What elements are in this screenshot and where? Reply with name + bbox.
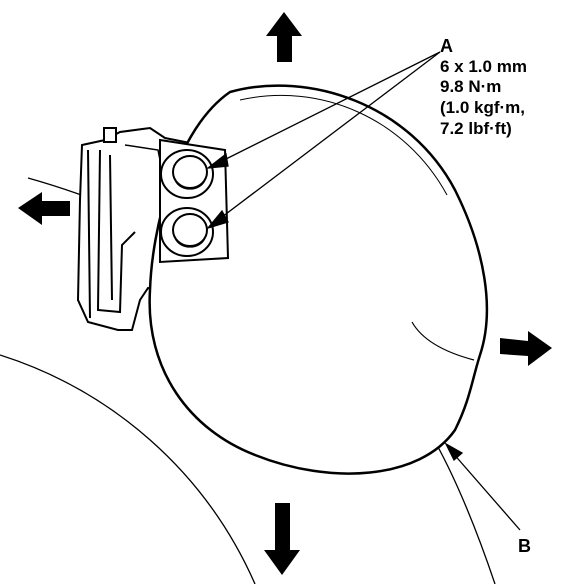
hinge-arm-stripe-3: [109, 154, 113, 301]
callout-a-spec-line-4: 7.2 lbf·ft): [440, 119, 512, 138]
arrow-left: [18, 192, 70, 225]
hinge-arm-stripe-2: [96, 149, 136, 314]
body-panel-curve-outer: [0, 354, 256, 584]
bolt-lower-shadow: [174, 237, 206, 248]
fuel-door-inner-rim: [239, 94, 448, 196]
bolt-upper-head: [172, 155, 208, 189]
fuel-filler-door: [148, 84, 489, 475]
bolt-lower-head: [172, 213, 208, 247]
direction-arrows: [18, 12, 552, 575]
arrow-down: [264, 503, 300, 575]
callout-a-spec-line-3: (1.0 kgf·m,: [440, 98, 525, 117]
hinge-arm-stripe-1: [87, 149, 91, 319]
bolt-lower: [160, 207, 214, 257]
callout-a-spec-line-2: 9.8 N·m: [440, 77, 501, 96]
leader-a-lower: [217, 51, 441, 221]
callout-b-letter: B: [518, 536, 531, 556]
bolt-upper-shadow: [174, 179, 206, 190]
fuel-door-outline: [148, 84, 489, 475]
arrow-right: [500, 331, 552, 366]
leader-a-upper-arrowhead: [205, 152, 229, 169]
callout-b-leader: [444, 442, 521, 531]
arrow-up: [266, 12, 302, 62]
leader-b-arrowhead: [444, 442, 464, 462]
fuel-door-edge-curve: [411, 321, 475, 361]
callout-a: A 6 x 1.0 mm 9.8 N·m (1.0 kgf·m, 7.2 lbf…: [440, 36, 527, 138]
callout-a-spec-line-1: 6 x 1.0 mm: [440, 57, 527, 76]
callout-a-letter: A: [440, 36, 453, 56]
leader-a-upper: [217, 51, 441, 164]
leader-a-lower-arrowhead: [206, 209, 229, 230]
leader-b: [451, 451, 521, 531]
bolt-upper: [160, 149, 214, 199]
callout-a-leaders: [205, 51, 441, 230]
hinge-tab: [103, 127, 117, 143]
